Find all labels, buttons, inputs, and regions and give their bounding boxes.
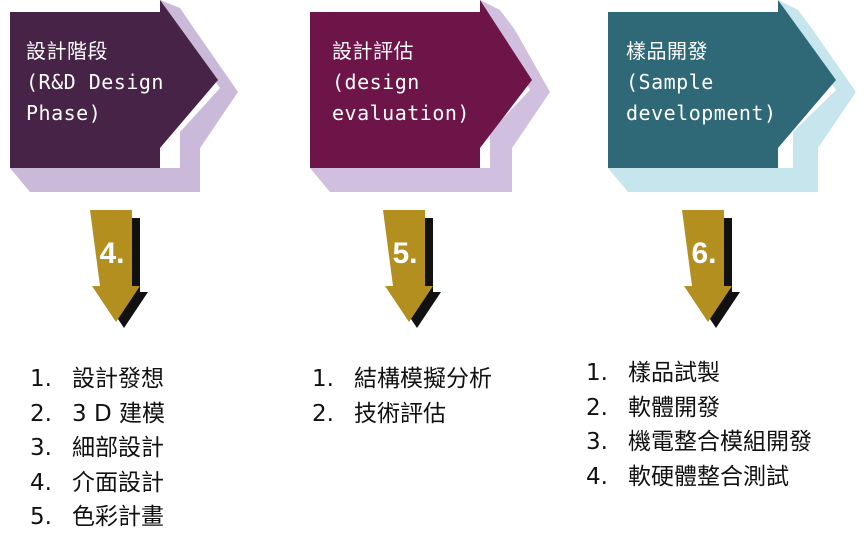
- stage-design-evaluation: 設計評估 (design evaluation): [300, 0, 555, 200]
- step-arrow-6: 6.: [680, 210, 740, 335]
- step-number: 5.: [392, 237, 418, 270]
- stage-sample-development: 樣品開發 (Sample development): [598, 0, 860, 200]
- list-item: 1.結構模擬分析: [312, 366, 492, 392]
- task-list-sample-development: 1.樣品試製 2.軟體開發 3.機電整合模組開發 4.軟硬體整合測試: [586, 356, 812, 494]
- list-item: 2.技術評估: [312, 400, 446, 427]
- list-item: 2.軟體開發: [586, 394, 720, 421]
- stage-title: 設計評估 (design evaluation): [332, 39, 470, 125]
- down-arrow-icon: [383, 210, 441, 328]
- list-item: 1.設計發想: [30, 366, 164, 392]
- stage-title: 樣品開發 (Sample development): [626, 39, 777, 125]
- list-item: 3.機電整合模組開發: [586, 429, 812, 455]
- stage-arrow-shape: [10, 0, 238, 192]
- step-arrow-4: 4.: [88, 210, 148, 335]
- step-arrow-5: 5.: [381, 210, 441, 335]
- task-list-rd-design: 1.設計發想 2.3 D 建模 3.細部設計 4.介面設計 5.色彩計畫: [30, 362, 165, 535]
- down-arrow-icon: [90, 210, 148, 328]
- down-arrow-icon: [682, 210, 740, 328]
- list-item: 1.樣品試製: [586, 360, 720, 386]
- step-number: 6.: [691, 237, 717, 270]
- stage-title: 設計階段 (R&D Design Phase): [26, 39, 164, 125]
- stage-arrow-shape: [310, 0, 550, 192]
- list-item: 4.軟硬體整合測試: [586, 463, 789, 490]
- list-item: 2.3 D 建模: [30, 400, 165, 427]
- list-item: 5.色彩計畫: [30, 504, 164, 530]
- stage-rd-design: 設計階段 (R&D Design Phase): [0, 0, 250, 200]
- step-number: 4.: [99, 237, 125, 270]
- task-list-design-evaluation: 1.結構模擬分析 2.技術評估: [312, 362, 492, 431]
- list-item: 3.細部設計: [30, 435, 164, 461]
- list-item: 4.介面設計: [30, 469, 164, 496]
- stage-arrow-shape: [608, 0, 856, 192]
